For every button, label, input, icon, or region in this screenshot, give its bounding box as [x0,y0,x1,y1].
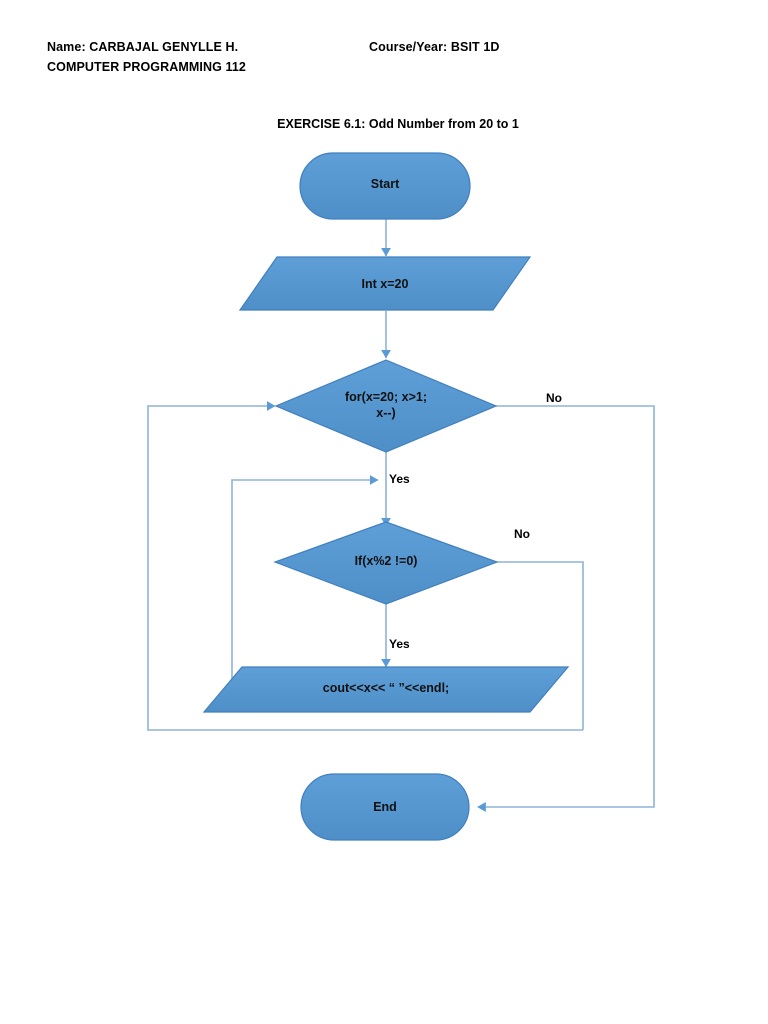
node-condition-shape[interactable] [273,521,499,605]
connector-loopback-inner [231,475,379,680]
connector-layer [147,219,655,812]
student-name-text: Name: CARBAJAL GENYLLE H. [47,40,239,54]
node-start-shape[interactable] [299,152,471,220]
edge-label-loop-yes: Yes [389,472,410,486]
header-row-top: Name: CARBAJAL GENYLLE H. Course/Year: B… [47,40,667,60]
node-end-shape[interactable] [300,773,470,841]
document-header: Name: CARBAJAL GENYLLE H. Course/Year: B… [47,40,667,74]
connector-loopback-outer [147,401,583,731]
edge-label-condition-no: No [514,527,530,541]
exercise-title: EXERCISE 6.1: Odd Number from 20 to 1 [277,117,519,131]
edge-label-condition-yes: Yes [389,637,410,651]
connector-condition-no [497,561,584,730]
course-year-text: Course/Year: BSIT 1D [369,40,500,54]
node-loop-shape[interactable] [274,359,498,453]
connector-loop-no-to-end [477,405,655,812]
shape-layer [202,152,570,841]
node-output-shape[interactable] [202,666,570,713]
edge-label-loop-no: No [546,391,562,405]
node-init-shape[interactable] [238,256,532,311]
subject-text: COMPUTER PROGRAMMING 112 [47,60,246,74]
